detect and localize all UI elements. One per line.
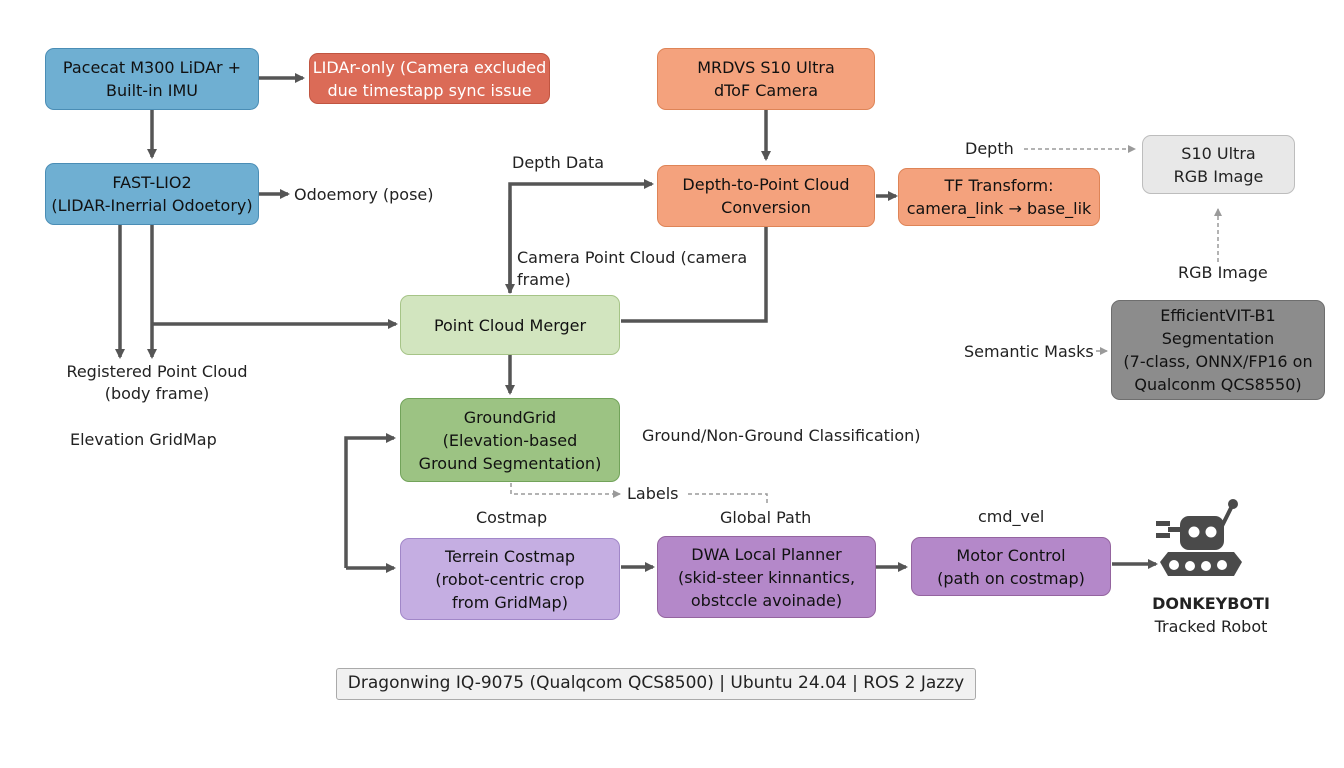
cmd-vel-label: cmd_vel [978, 507, 1045, 526]
line-depthpc-to-merger [621, 227, 768, 323]
camera-node: MRDVS S10 Ultra dToF Camera [657, 48, 875, 110]
depth-to-point-cloud-node: Depth-to-Point Cloud Conversion [657, 165, 875, 227]
dwa-line-2: (skid-steer kinnantics, [677, 567, 856, 587]
camera-pc-line-2: frame) [517, 270, 571, 289]
groundgrid-line-2: (Elevation-based [442, 430, 578, 450]
point-cloud-merger-node: Point Cloud Merger [400, 295, 620, 355]
camera-line-2: dToF Camera [713, 81, 819, 100]
dashed-line-labels-right [688, 493, 768, 504]
efficientvit-line-4: Qualconm QCS8550) [1134, 375, 1302, 394]
lidar-only-node: LIDAr-only (Camera excluded due timestap… [309, 53, 550, 104]
registered-pc-line-2: (body frame) [104, 384, 210, 403]
costmap-line-3: from GridMap) [452, 592, 568, 612]
efficientvit-node: EfficientVIT-B1 Segmentation (7-class, O… [1111, 300, 1325, 400]
platform-footer: Dragonwing IQ-9075 (Qualqcom QCS8500) | … [336, 668, 976, 700]
lidar-only-line-2: due timestapp sync issue [327, 80, 532, 100]
registered-point-cloud-label: Registered Point Cloud (body frame) [50, 361, 264, 405]
fast-lio-line-1: FAST-LIO2 [112, 173, 192, 192]
efficientvit-line-1: EfficientVIT-B1 [1160, 306, 1276, 325]
rgb-image-line-1: S10 Ultra [1181, 143, 1256, 163]
lidar-line-1: Pacecat M300 LiDAr + [62, 58, 242, 77]
costmap-label: Costmap [476, 508, 548, 527]
depth-label: Depth [965, 139, 1014, 158]
registered-pc-line-1: Registered Point Cloud [66, 362, 248, 381]
fast-lio-node: FAST-LIO2 (LIDAR-Inerrial Odoetory) [45, 163, 259, 225]
lidar-node: Pacecat M300 LiDAr + Built-in IMU [45, 48, 259, 110]
depth-data-label: Depth Data [512, 153, 605, 172]
terrain-costmap-node: Terrein Costmap (robot-centric crop from… [400, 538, 620, 620]
semantic-masks-label: Semantic Masks [964, 342, 1094, 361]
tf-transform-line-2: camera_link → base_lik [906, 199, 1092, 218]
motor-line-2: (path on costmap) [937, 568, 1085, 588]
tracked-robot-icon [1156, 499, 1242, 576]
robot-name-block: DONKEYBOTI Tracked Robot [1148, 592, 1274, 638]
motor-line-1: Motor Control [956, 545, 1066, 565]
depth-to-pc-line-1: Depth-to-Point Cloud [682, 175, 850, 194]
camera-point-cloud-label: Camera Point Cloud (camera frame) [517, 247, 747, 291]
tf-transform-line-1: TF Transform: [944, 176, 1054, 195]
tf-transform-node: TF Transform: camera_link → base_lik [898, 168, 1100, 226]
depth-to-pc-line-2: Conversion [721, 198, 811, 217]
camera-pc-line-1: Camera Point Cloud (camera [517, 248, 748, 267]
merger-line-1: Point Cloud Merger [433, 315, 587, 335]
dashed-arrow-groundgrid-to-labels [510, 483, 621, 498]
odometry-label: Odoemory (pose) [294, 185, 434, 204]
groundgrid-node: GroundGrid (Elevation-based Ground Segme… [400, 398, 620, 482]
camera-line-1: MRDVS S10 Ultra [697, 58, 835, 77]
elevation-gridmap-label: Elevation GridMap [70, 430, 217, 449]
robot-name: DONKEYBOTI [1152, 594, 1270, 613]
groundgrid-line-3: Ground Segmentation) [418, 453, 602, 473]
rgb-image-label: RGB Image [1178, 263, 1268, 282]
rgb-image-line-2: RGB Image [1173, 166, 1264, 186]
dwa-line-1: DWA Local Planner [691, 544, 842, 564]
lidar-line-2: Built-in IMU [106, 81, 198, 100]
motor-control-node: Motor Control (path on costmap) [911, 537, 1111, 596]
global-path-label: Global Path [720, 508, 812, 527]
dwa-line-3: obstccle avoinade) [690, 590, 843, 610]
costmap-line-1: Terrein Costmap [444, 546, 576, 566]
groundgrid-line-1: GroundGrid [463, 407, 557, 427]
fast-lio-line-2: (LIDAR-Inerrial Odoetory) [51, 196, 253, 215]
efficientvit-line-3: (7-class, ONNX/FP16 on [1123, 352, 1313, 371]
ground-classification-label: Ground/Non-Ground Classification) [642, 426, 921, 445]
labels-label: Labels [627, 484, 679, 503]
efficientvit-line-2: Segmentation [1161, 329, 1275, 348]
costmap-line-2: (robot-centric crop [435, 569, 585, 589]
lidar-only-line-1: LIDAr-only (Camera excluded [312, 57, 547, 77]
dwa-planner-node: DWA Local Planner (skid-steer kinnantics… [657, 536, 876, 618]
robot-type: Tracked Robot [1154, 617, 1268, 636]
rgb-image-node: S10 Ultra RGB Image [1142, 135, 1295, 194]
arrow-to-groundgrid-loop [344, 433, 396, 568]
